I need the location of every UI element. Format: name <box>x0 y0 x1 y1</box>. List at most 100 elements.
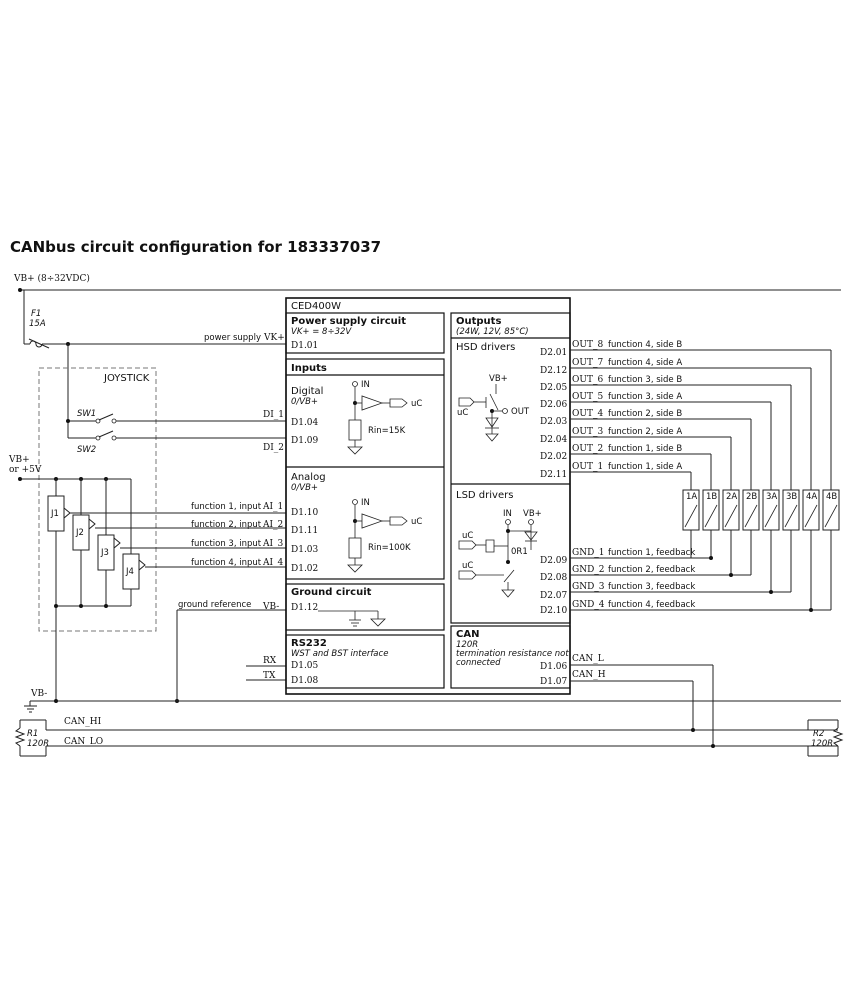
j1-label: J1 <box>50 509 59 519</box>
resistor-r1-icon <box>14 720 26 756</box>
vb-plus-5v-label-1: VB+ <box>8 455 30 465</box>
function-2-input-label: function 2, input <box>191 520 262 530</box>
out-7-sig: OUT_7 <box>572 358 603 368</box>
ground-wiring: ground reference VB- RX TX VB- <box>24 600 841 713</box>
gnd-2-sig: GND_2 <box>572 565 605 575</box>
analog-rin-label: Rin=100K <box>368 543 411 553</box>
coil-1a: 1A <box>682 489 700 531</box>
power-circuit-title: Power supply circuit <box>291 316 406 327</box>
joystick: JOYSTICK SW1 SW2 DI_1 DI_2 VB+ or +5V <box>8 367 286 700</box>
power-supply-label: power supply <box>204 333 261 343</box>
ground-circuit-title: Ground circuit <box>291 587 372 598</box>
ai4-label: AI_4 <box>262 558 284 568</box>
r1-value: 120R <box>27 739 49 749</box>
pin-d1-07: D1.07 <box>540 677 568 687</box>
can-line2: termination resistance not <box>456 649 569 659</box>
rx-label: RX <box>263 656 277 666</box>
out-1-desc: function 1, side A <box>608 462 682 472</box>
out-6-sig: OUT_6 <box>572 375 603 385</box>
pin-d1-02: D1.02 <box>291 564 318 574</box>
fuse-icon <box>24 338 50 349</box>
can-bus: CAN_L CAN_H CAN_HI CAN_LO R1 120R R2 120… <box>14 654 844 757</box>
vb-minus-label: VB- <box>30 689 47 699</box>
fuse-name: F1 <box>31 309 41 319</box>
function-3-input-label: function 3, input <box>191 539 262 549</box>
pin-d1-09: D1.09 <box>291 436 319 446</box>
pin-d1-03: D1.03 <box>291 545 319 555</box>
coil-1b-label: 1B <box>706 492 717 502</box>
coil-2a-label: 2A <box>726 492 737 502</box>
gnd-1-desc: function 1, feedback <box>608 548 695 558</box>
tx-label: TX <box>263 671 276 681</box>
pin-d2-10: D2.10 <box>540 606 568 616</box>
function-1-input-label: function 1, input <box>191 502 262 512</box>
pin-d2-02: D2.02 <box>540 452 567 462</box>
analog-in-label: IN <box>361 498 370 508</box>
analog-input-schematic: IN uC Rin=100K <box>347 498 422 573</box>
rs232-sub: WST and BST interface <box>291 649 388 659</box>
gnd-1-sig: GND_1 <box>572 548 605 558</box>
vb-minus-wire-label: VB- <box>262 602 279 612</box>
pin-d1-11: D1.11 <box>291 526 318 536</box>
gnd-4-sig: GND_4 <box>572 600 605 610</box>
joystick-label: JOYSTICK <box>103 373 150 384</box>
pin-d2-06: D2.06 <box>540 400 568 410</box>
out-5-desc: function 3, side A <box>608 392 682 402</box>
r2-label: R2 <box>813 729 824 739</box>
coil-2a: 2A <box>722 489 740 531</box>
gnd-2-desc: function 2, feedback <box>608 565 695 575</box>
sw2-label: SW2 <box>77 445 96 455</box>
pin-d2-07: D2.07 <box>540 591 568 601</box>
output-wiring: OUT_8 function 4, side B OUT_7 function … <box>570 340 840 612</box>
inputs-title: Inputs <box>291 363 327 374</box>
digital-range: 0/VB+ <box>291 397 318 407</box>
coil-1a-label: 1A <box>686 492 697 502</box>
pin-d2-05: D2.05 <box>540 383 568 393</box>
out-2-desc: function 1, side B <box>608 444 682 454</box>
coil-4a-label: 4A <box>806 492 817 502</box>
gnd-3-desc: function 3, feedback <box>608 582 695 592</box>
can-title: CAN <box>456 629 479 640</box>
pin-d2-04: D2.04 <box>540 435 568 445</box>
vk-label: VK+ <box>263 333 285 343</box>
pin-d1-01: D1.01 <box>291 341 318 351</box>
hsd-out-label: OUT <box>511 407 530 417</box>
can-line1: 120R <box>456 640 478 650</box>
ground-icon <box>24 701 37 713</box>
out-1-sig: OUT_1 <box>572 462 603 472</box>
can-line3: connected <box>456 658 501 668</box>
fuse-rating: 15A <box>29 319 46 329</box>
coil-2b-label: 2B <box>746 492 757 502</box>
lsd-uc1-label: uC <box>462 531 473 541</box>
coil-3a-label: 3A <box>766 492 777 502</box>
out-4-desc: function 2, side B <box>608 409 682 419</box>
sw1-label: SW1 <box>77 409 96 419</box>
lsd-r-label: 0R1 <box>511 547 528 557</box>
ground-circuit-schematic <box>318 610 386 627</box>
coil-3b-label: 3B <box>786 492 797 502</box>
hsd-schematic: VB+ uC OUT <box>457 374 530 442</box>
pin-d1-06: D1.06 <box>540 662 568 672</box>
module-name: CED400W <box>291 301 341 312</box>
analog-uc-label: uC <box>411 517 422 527</box>
pin-d1-04: D1.04 <box>291 418 319 428</box>
coil-2b: 2B <box>742 489 760 531</box>
rs232-title: RS232 <box>291 638 327 649</box>
digital-uc-label: uC <box>411 399 422 409</box>
coil-3b: 3B <box>782 489 800 531</box>
pin-d1-12: D1.12 <box>291 603 318 613</box>
hsd-title: HSD drivers <box>456 342 515 353</box>
out-5-sig: OUT_5 <box>572 392 603 402</box>
r1-label: R1 <box>27 729 38 739</box>
lsd-title: LSD drivers <box>456 490 513 501</box>
pin-d2-12: D2.12 <box>540 366 567 376</box>
out-7-desc: function 4, side A <box>608 358 682 368</box>
function-4-input-label: function 4, input <box>191 558 262 568</box>
outputs-sub: (24W, 12V, 85°C) <box>456 327 529 337</box>
out-6-desc: function 3, side B <box>608 375 682 385</box>
gnd-3-sig: GND_3 <box>572 582 605 592</box>
di1-label: DI_1 <box>263 410 284 420</box>
digital-label: Digital <box>291 386 323 397</box>
pin-d2-11: D2.11 <box>540 470 567 480</box>
